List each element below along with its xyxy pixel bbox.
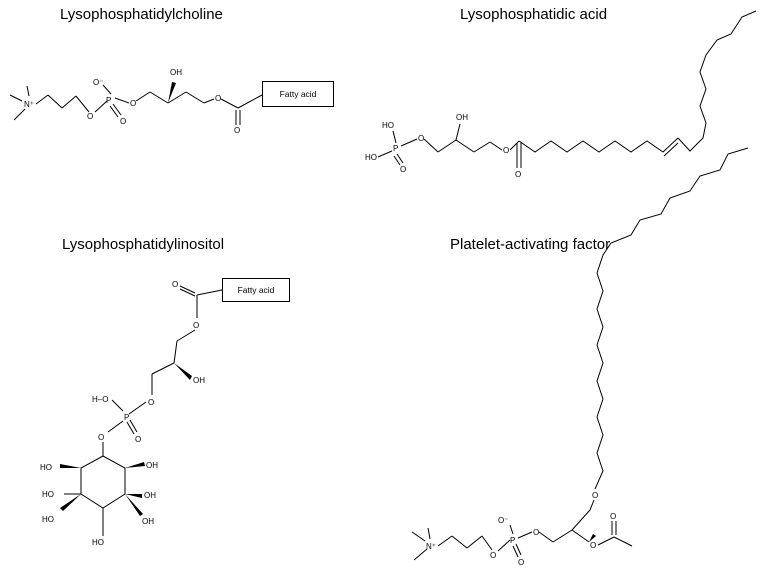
lpa-ester-oxygen-2: O (503, 146, 509, 155)
lpi-ring-oh-7: HO (92, 538, 104, 547)
lpi-ring-oh-3: HO (42, 490, 54, 499)
title-lysophosphatidic-acid: Lysophosphatidic acid (460, 6, 608, 23)
lpi-p-oxo: O (135, 435, 141, 444)
paf-nitrogen: N⁺ (426, 542, 436, 551)
lpc-carbonyl-oxygen: O (234, 126, 240, 135)
lpa-p-oxo: O (400, 165, 406, 174)
paf-ester-oxygen-1: O (490, 551, 496, 560)
lpc-nitrogen: N⁺ (24, 100, 34, 109)
lpi-ester-oxygen-3: O (98, 433, 104, 442)
lpi-ring-oh-5: HO (42, 515, 54, 524)
fatty-acid-box-lpi: Fatty acid (222, 278, 290, 302)
paf-ester-oxygen-2: O (533, 528, 539, 537)
paf-p-oxo: O (518, 558, 524, 567)
paf-phosphorus: P (510, 536, 515, 545)
lpc-ester-oxygen-1: O (87, 112, 93, 121)
paf-acetyl-oxygen: O (590, 541, 596, 550)
lpa-oh-left: HO (365, 153, 377, 162)
paf-ether-oxygen: O (592, 491, 598, 500)
title-platelet-activating-factor: Platelet-activating factor (450, 236, 611, 253)
paf-o-minus: O⁻ (498, 516, 508, 525)
lpi-ester-oxygen-1: O (193, 321, 199, 330)
lpa-ester-oxygen-1: O (418, 134, 424, 143)
lpi-hydroxyl: OH (193, 376, 205, 385)
lpi-ring-oh-4: OH (144, 491, 156, 500)
lpi-phosphorus: P (124, 413, 129, 422)
title-lysophosphatidylinositol: Lysophosphatidylinositol (62, 236, 225, 253)
lpa-hydroxyl: OH (456, 113, 468, 122)
structure-lysophosphatidylcholine: N⁺ O P O⁻ O O OH O O (9, 68, 263, 135)
lpc-o-minus: O⁻ (93, 78, 103, 87)
lpi-carbonyl-oxygen: O (172, 280, 178, 289)
lpa-phosphorus: P (393, 144, 398, 153)
lpc-ester-oxygen-3: O (215, 94, 221, 103)
title-lysophosphatidylcholine: Lysophosphatidylcholine (60, 6, 223, 23)
lpc-phosphorus: P (106, 96, 111, 105)
structure-lysophosphatidylinositol: O O OH O H–O P O O HO OH HO OH HO (40, 280, 223, 547)
fatty-acid-box-lpc: Fatty acid (262, 81, 334, 107)
lpc-hydroxyl: OH (170, 68, 182, 77)
lpi-ester-oxygen-2: O (148, 398, 154, 407)
lpc-p-oxo: O (120, 117, 126, 126)
lpa-oh-top: HO (382, 121, 394, 130)
lpi-ring-oh-1: HO (40, 463, 52, 472)
lpi-p-hydroxyl: H–O (92, 395, 108, 404)
lpc-ester-oxygen-2: O (130, 99, 136, 108)
structure-platelet-activating-factor: N⁺ O P O⁻ O O O O O (411, 147, 749, 567)
structure-lysophosphatidic-acid: HO HO P O O OH O O (365, 10, 757, 179)
paf-carbonyl-oxygen: O (610, 512, 616, 521)
lpi-ring-oh-6: OH (142, 517, 154, 526)
lpi-ring-oh-2: OH (146, 461, 158, 470)
lpa-carbonyl-oxygen: O (515, 170, 521, 179)
